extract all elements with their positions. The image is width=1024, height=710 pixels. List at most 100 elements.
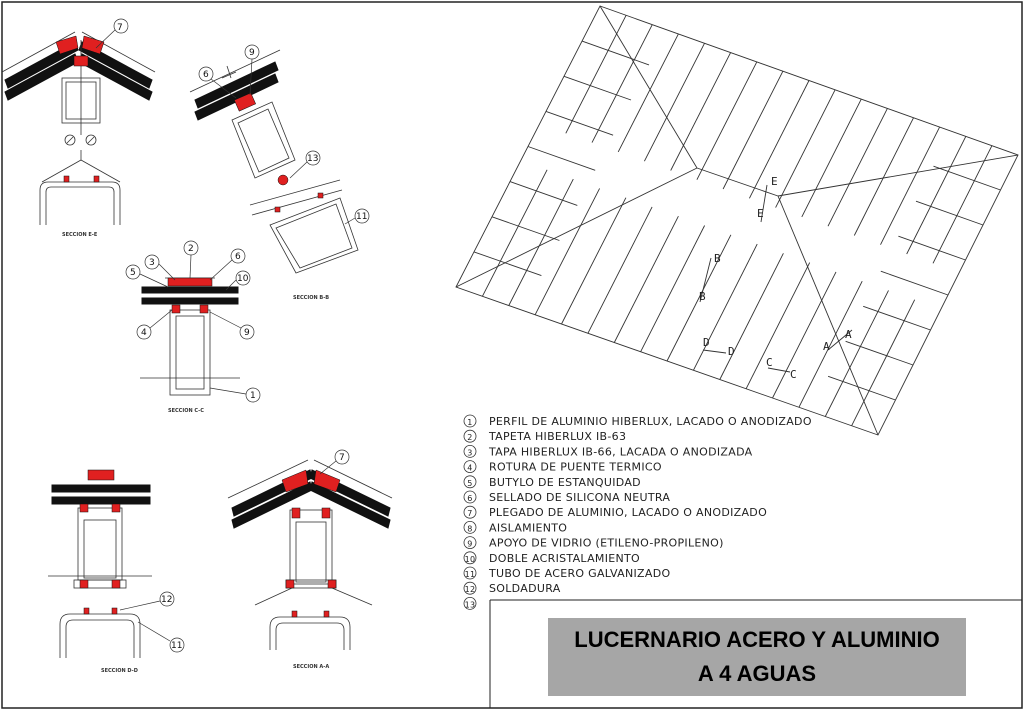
roof-rafter [561, 197, 627, 325]
legend-number-circle [463, 505, 477, 519]
roof-rafter [587, 206, 653, 334]
section-c-c-detail: 2 3 6 5 10 4 9 1 SECCION C-C [125, 240, 261, 414]
plan-label-c-right: C [790, 368, 797, 381]
roof-rafter [565, 15, 627, 134]
callout-c-c-10: 10 [237, 274, 249, 284]
roof-rafter-end [491, 216, 560, 241]
legend-item-text: BUTYLO DE ESTANQUIDAD [489, 476, 641, 489]
legend-item-text: AISLAMIENTO [489, 521, 567, 534]
section-label-d-d: SECCION D-D [101, 668, 138, 674]
callout-c-c-4: 4 [141, 328, 147, 338]
roof-rafter-end [915, 200, 984, 226]
legend-number: 6 [467, 494, 472, 503]
callout-e-e-7: 7 [117, 23, 123, 33]
roof-rafter [853, 117, 914, 236]
legend-item-text: SOLDADURA [489, 582, 561, 595]
legend-number-circle [463, 429, 477, 443]
callout-c-c-5: 5 [130, 268, 136, 278]
legend-item-text: TAPETA HIBERLUX IB-63 [488, 430, 626, 443]
roof-rafter-end [563, 75, 632, 101]
roof-rafter-end [581, 40, 650, 66]
legend-number: 12 [465, 585, 476, 594]
roof-outline [455, 5, 1019, 436]
callout-b-b-11: 11 [356, 212, 367, 222]
hip-roof-plan [455, 5, 1019, 436]
roof-rafter [508, 178, 574, 306]
legend-number-circle [463, 475, 477, 489]
roof-rafter [932, 145, 993, 264]
roof-hip [599, 5, 698, 169]
legend-number: 10 [465, 555, 476, 564]
legend-number: 7 [467, 509, 472, 518]
roof-rafter-end [545, 110, 614, 136]
roof-hip [455, 167, 698, 288]
plan-section-markers [699, 184, 853, 373]
plan-label-a-right: A [845, 328, 852, 341]
title-line-2: A 4 AGUAS [697, 661, 817, 686]
roof-rafter [748, 80, 810, 199]
plan-label-b-bottom: B [699, 290, 706, 303]
roof-rafter [670, 52, 732, 171]
plan-label-a-left: A [823, 340, 830, 353]
roof-rafter [534, 188, 601, 316]
legend-number-circle [463, 414, 477, 428]
plan-label-e-top: E [771, 175, 778, 188]
legend-number: 3 [467, 448, 472, 457]
callout-c-c-2: 2 [188, 244, 194, 254]
callout-b-b-9: 9 [249, 48, 255, 58]
plan-label-d-right: D [728, 345, 735, 358]
roof-rafter [906, 136, 967, 255]
legend-number: 4 [467, 464, 472, 473]
legend-number: 13 [465, 600, 476, 609]
title-block: LUCERNARIO ACERO Y ALUMINIO A 4 AGUAS [548, 618, 966, 696]
plan-label-c-left: C [766, 356, 773, 369]
plan-section-labels: E E B B D D C C A A [699, 175, 852, 381]
legend-number: 9 [467, 540, 472, 549]
legend-number-circle [463, 444, 477, 458]
roof-rafter-end [827, 375, 896, 401]
legend-number-circle [463, 460, 477, 474]
roof-rafter [772, 271, 837, 399]
callout-d-d-11: 11 [171, 641, 182, 651]
roof-rafter [719, 253, 784, 380]
legend-item-text: DOBLE ACRISTALAMIENTO [489, 552, 640, 565]
section-d-d-detail: 12 11 SECCION D-D [48, 469, 185, 674]
plan-label-d-left: D [703, 336, 710, 349]
legend-number-circle [463, 521, 477, 534]
roof-rafter-end [933, 165, 1001, 191]
plan-label-e-bottom: E [757, 207, 764, 220]
legend-number-circle [463, 536, 477, 549]
legend-item-text: SELLADO DE SILICONA NEUTRA [489, 491, 670, 504]
roof-rafter-end [898, 235, 966, 261]
roof-rafter [591, 24, 653, 143]
legend-number-circle [463, 566, 477, 580]
legend-number: 5 [467, 479, 472, 488]
legend-number: 2 [467, 433, 472, 442]
legend-number-circle [463, 490, 477, 504]
legend-item-text: PLEGADO DE ALUMINIO, LACADO O ANODIZADO [489, 506, 767, 519]
callout-c-c-1: 1 [250, 391, 256, 401]
section-label-b-b: SECCION B-B [293, 295, 329, 301]
callout-c-c-6: 6 [235, 252, 241, 262]
roof-rafter [666, 234, 732, 362]
callout-c-c-9: 9 [244, 328, 250, 338]
legend-number: 8 [467, 524, 472, 533]
roof-rafter [798, 280, 863, 408]
roof-rafter [851, 299, 916, 427]
legend-item-text: TAPA HIBERLUX IB-66, LACADA O ANODIZADA [488, 445, 753, 458]
section-b-b-detail: 6 9 13 11 SECCION B-B [189, 44, 370, 301]
roof-rafter [722, 70, 784, 190]
roof-rafter [692, 243, 758, 371]
legend-number-circle [463, 551, 477, 565]
roof-hip [777, 195, 879, 436]
roof-ridge [696, 167, 779, 197]
roof-rafter-end [509, 181, 578, 206]
roof-hip [777, 154, 1019, 197]
section-label-e-e: SECCION E-E [62, 232, 98, 238]
callout-b-b-13: 13 [307, 154, 318, 164]
legend-number: 1 [467, 418, 472, 427]
roof-rafter-end [473, 251, 542, 277]
roof-rafter [827, 108, 888, 227]
